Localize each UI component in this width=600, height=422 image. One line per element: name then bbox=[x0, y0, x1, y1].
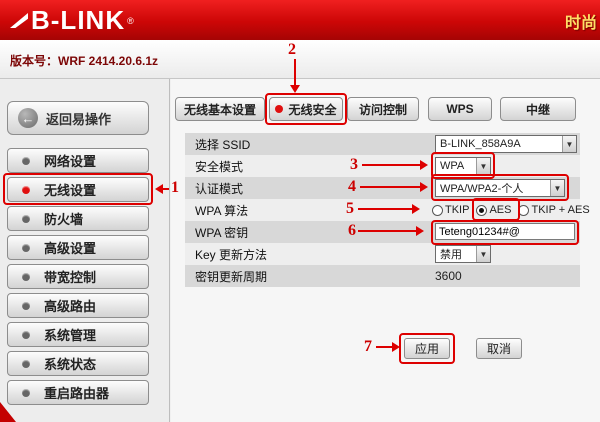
cancel-button-label: 取消 bbox=[486, 342, 511, 356]
form-row: Key 更新方法 禁用 ▼ bbox=[185, 243, 580, 265]
form-row: 选择 SSID B-LINK_858A9A ▼ bbox=[185, 133, 580, 155]
sidebar-item-label: 网络设置 bbox=[44, 154, 97, 169]
sidebar-item-label: 防火墙 bbox=[44, 212, 84, 227]
tab-access-control[interactable]: 访问控制 bbox=[347, 97, 419, 121]
bullet-icon bbox=[22, 214, 30, 223]
sidebar-item-label: 带宽控制 bbox=[44, 270, 97, 285]
field-label: 密钥更新周期 bbox=[195, 269, 268, 284]
dropdown-arrow-icon: ▼ bbox=[562, 136, 576, 152]
tab-wireless-basic[interactable]: 无线基本设置 bbox=[175, 97, 265, 121]
radio-icon bbox=[432, 204, 443, 216]
radio-icon bbox=[518, 204, 530, 216]
sidebar-item-label: 无线设置 bbox=[44, 183, 97, 198]
tab-label: WPS bbox=[446, 102, 474, 116]
active-tab-dot-icon bbox=[275, 105, 284, 113]
cancel-button[interactable]: 取消 bbox=[476, 338, 522, 359]
radio-label: AES bbox=[489, 204, 512, 216]
sidebar-item-advanced-routing[interactable]: 高级路由 bbox=[7, 293, 149, 318]
apply-button-label: 应用 bbox=[414, 342, 439, 356]
back-to-easy-mode-button[interactable]: ← 返回易操作 bbox=[7, 101, 149, 135]
tab-repeater[interactable]: 中继 bbox=[500, 97, 576, 121]
sidebar-item-firewall[interactable]: 防火墙 bbox=[7, 206, 149, 231]
field-label: 认证模式 bbox=[195, 181, 244, 196]
radio-label: TKIP bbox=[445, 204, 470, 216]
bullet-icon bbox=[22, 156, 30, 165]
sidebar-item-wireless-settings[interactable]: 无线设置 bbox=[7, 177, 149, 202]
ssid-select[interactable]: B-LINK_858A9A ▼ bbox=[435, 135, 577, 153]
tab-label: 无线基本设置 bbox=[183, 102, 256, 117]
key-update-method-select[interactable]: 禁用 ▼ bbox=[435, 245, 491, 263]
form-row: 认证模式 WPA/WPA2-个人 ▼ bbox=[185, 177, 580, 199]
tab-label: 无线安全 bbox=[288, 102, 337, 117]
auth-mode-select[interactable]: WPA/WPA2-个人 ▼ bbox=[435, 179, 565, 197]
bullet-icon bbox=[22, 185, 30, 194]
field-label: Key 更新方法 bbox=[195, 247, 268, 262]
dropdown-arrow-icon: ▼ bbox=[476, 158, 490, 174]
brand-tagline: 时尚 bbox=[564, 15, 597, 32]
tab-wps[interactable]: WPS bbox=[428, 97, 492, 121]
security-mode-select[interactable]: WPA ▼ bbox=[435, 157, 491, 175]
field-label: 选择 SSID bbox=[195, 137, 251, 152]
logo-wing-icon bbox=[10, 13, 28, 28]
select-value: WPA/WPA2-个人 bbox=[440, 183, 524, 195]
select-value: B-LINK_858A9A bbox=[440, 138, 521, 150]
firmware-version: 版本号：WRF 2414.20.6.1z bbox=[10, 54, 159, 68]
radio-checked-icon bbox=[476, 204, 488, 216]
tab-wireless-security[interactable]: 无线安全 bbox=[269, 97, 343, 121]
corner-decoration bbox=[0, 402, 16, 422]
brand-logo: B-LINK ® bbox=[10, 5, 135, 36]
form-row: 密钥更新周期 3600 bbox=[185, 265, 580, 287]
radio-tkip[interactable]: TKIP bbox=[432, 204, 469, 216]
bullet-icon bbox=[22, 301, 30, 310]
field-label: WPA 算法 bbox=[195, 203, 249, 218]
sidebar-item-label: 高级设置 bbox=[44, 241, 97, 256]
sidebar-item-network-settings[interactable]: 网络设置 bbox=[7, 148, 149, 173]
header: B-LINK ® 时尚 bbox=[0, 0, 600, 40]
bullet-icon bbox=[22, 330, 30, 339]
wpa-key-input[interactable] bbox=[435, 223, 575, 240]
select-value: WPA bbox=[440, 160, 465, 172]
tab-label: 访问控制 bbox=[358, 102, 407, 117]
form-row: 安全模式 WPA ▼ bbox=[185, 155, 580, 177]
brand-logo-text: B-LINK bbox=[31, 5, 126, 35]
key-update-period-value: 3600 bbox=[435, 269, 462, 283]
back-arrow-icon: ← bbox=[18, 108, 38, 128]
sidebar-item-advanced-settings[interactable]: 高级设置 bbox=[7, 235, 149, 260]
back-button-label: 返回易操作 bbox=[46, 111, 112, 127]
bullet-icon bbox=[22, 359, 30, 368]
sidebar-item-system-management[interactable]: 系统管理 bbox=[7, 322, 149, 347]
sidebar-item-label: 重启路由器 bbox=[44, 386, 110, 401]
sidebar-item-system-status[interactable]: 系统状态 bbox=[7, 351, 149, 376]
field-label: WPA 密钥 bbox=[195, 225, 249, 240]
select-value: 禁用 bbox=[440, 249, 462, 261]
form-row: WPA 密钥 bbox=[185, 221, 580, 243]
wpa-algorithm-radio-group: TKIP AES TKIP + AES bbox=[432, 204, 590, 216]
sidebar-item-bandwidth-control[interactable]: 带宽控制 bbox=[7, 264, 149, 289]
tab-label: 中继 bbox=[525, 102, 550, 117]
sidebar-item-reboot-router[interactable]: 重启路由器 bbox=[7, 380, 149, 405]
dropdown-arrow-icon: ▼ bbox=[550, 180, 564, 196]
sidebar-item-label: 系统管理 bbox=[44, 328, 97, 343]
radio-aes[interactable]: AES bbox=[476, 204, 511, 216]
bullet-icon bbox=[22, 243, 30, 252]
version-bar: 版本号：WRF 2414.20.6.1z bbox=[0, 40, 600, 79]
radio-tkip-aes[interactable]: TKIP + AES bbox=[518, 204, 590, 216]
registered-mark: ® bbox=[127, 15, 135, 26]
sidebar: ← 返回易操作 网络设置 无线设置 防火墙 高级设置 带宽控制 高级路由 bbox=[0, 79, 170, 422]
dropdown-arrow-icon: ▼ bbox=[476, 246, 490, 262]
sidebar-item-label: 高级路由 bbox=[44, 299, 97, 314]
bullet-icon bbox=[22, 272, 30, 281]
radio-label: TKIP + AES bbox=[531, 204, 590, 216]
apply-button[interactable]: 应用 bbox=[404, 338, 450, 359]
field-label: 安全模式 bbox=[195, 159, 244, 174]
form-row: WPA 算法 TKIP AES TKIP + AES bbox=[185, 199, 590, 221]
sidebar-item-label: 系统状态 bbox=[44, 357, 97, 372]
bullet-icon bbox=[22, 388, 30, 397]
